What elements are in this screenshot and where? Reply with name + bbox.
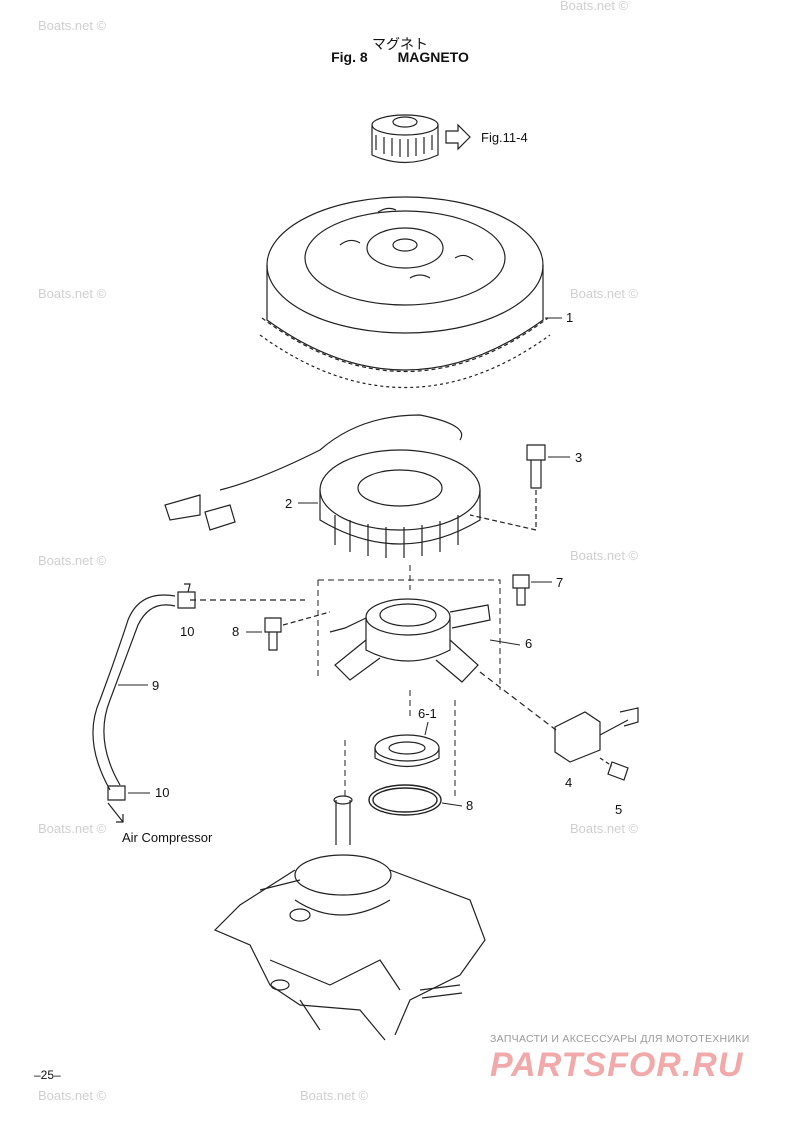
watermark: Boats.net © xyxy=(560,0,629,13)
callout-5: 5 xyxy=(615,802,622,817)
figure-title: Fig. 8 MAGNETO xyxy=(0,49,800,65)
watermark: Boats.net © xyxy=(300,1088,369,1103)
callout-9: 9 xyxy=(152,678,159,693)
bolt-5 xyxy=(599,757,629,781)
callout-6-1: 6-1 xyxy=(418,706,437,721)
brand-logo: PARTSFOR.RU xyxy=(490,1046,744,1084)
watermark: Boats.net © xyxy=(570,286,639,301)
watermark: Boats.net © xyxy=(38,286,107,301)
air-compressor-label: Air Compressor xyxy=(122,830,213,845)
bolt-8-left xyxy=(264,611,331,651)
oil-seal xyxy=(374,734,440,767)
callout-6: 6 xyxy=(525,636,532,651)
clamp-10-top xyxy=(177,583,196,609)
callout-10-bottom: 10 xyxy=(155,785,169,800)
pulser-coil xyxy=(479,671,639,763)
bolt-3 xyxy=(469,444,546,531)
watermark: Boats.net © xyxy=(570,821,639,836)
callout-10-top: 10 xyxy=(180,624,194,639)
figure-name: MAGNETO xyxy=(397,49,469,65)
callout-2: 2 xyxy=(285,496,292,511)
watermark: Boats.net © xyxy=(38,18,107,33)
stator-base xyxy=(329,598,491,683)
ref-fig11-4: Fig.11-4 xyxy=(481,130,528,145)
o-ring xyxy=(368,784,442,816)
clamp-10-bottom xyxy=(107,785,126,801)
callout-4: 4 xyxy=(565,775,572,790)
watermark: Boats.net © xyxy=(570,548,639,563)
callout-8-left: 8 xyxy=(232,624,239,639)
watermark: Boats.net © xyxy=(38,553,107,568)
figure-number: Fig. 8 xyxy=(331,49,368,65)
stator xyxy=(164,414,481,558)
watermark: Boats.net © xyxy=(38,1088,107,1103)
flywheel xyxy=(259,196,551,388)
callout-7: 8 xyxy=(466,798,473,813)
air-compressor-arrow xyxy=(107,802,124,823)
watermarks: Boats.net © Boats.net © Boats.net © Boat… xyxy=(38,0,639,1103)
bolt-8-right xyxy=(512,574,530,606)
brand-tagline: ЗАПЧАСТИ И АКСЕССУАРЫ ДЛЯ МОТОТЕХНИКИ xyxy=(490,1033,750,1045)
crankcase xyxy=(213,795,486,1041)
callout-3: 3 xyxy=(575,450,582,465)
title-japanese: マグネト xyxy=(372,37,428,53)
callout-8-right: 7 xyxy=(556,575,563,590)
callout-1: 1 xyxy=(566,310,573,325)
page-number: –25– xyxy=(34,1068,61,1082)
watermark: Boats.net © xyxy=(38,821,107,836)
arrow-to-fig11-4 xyxy=(445,123,471,151)
assembly-outline xyxy=(317,565,501,800)
pulley-part xyxy=(371,114,439,164)
hose-9 xyxy=(92,594,305,791)
